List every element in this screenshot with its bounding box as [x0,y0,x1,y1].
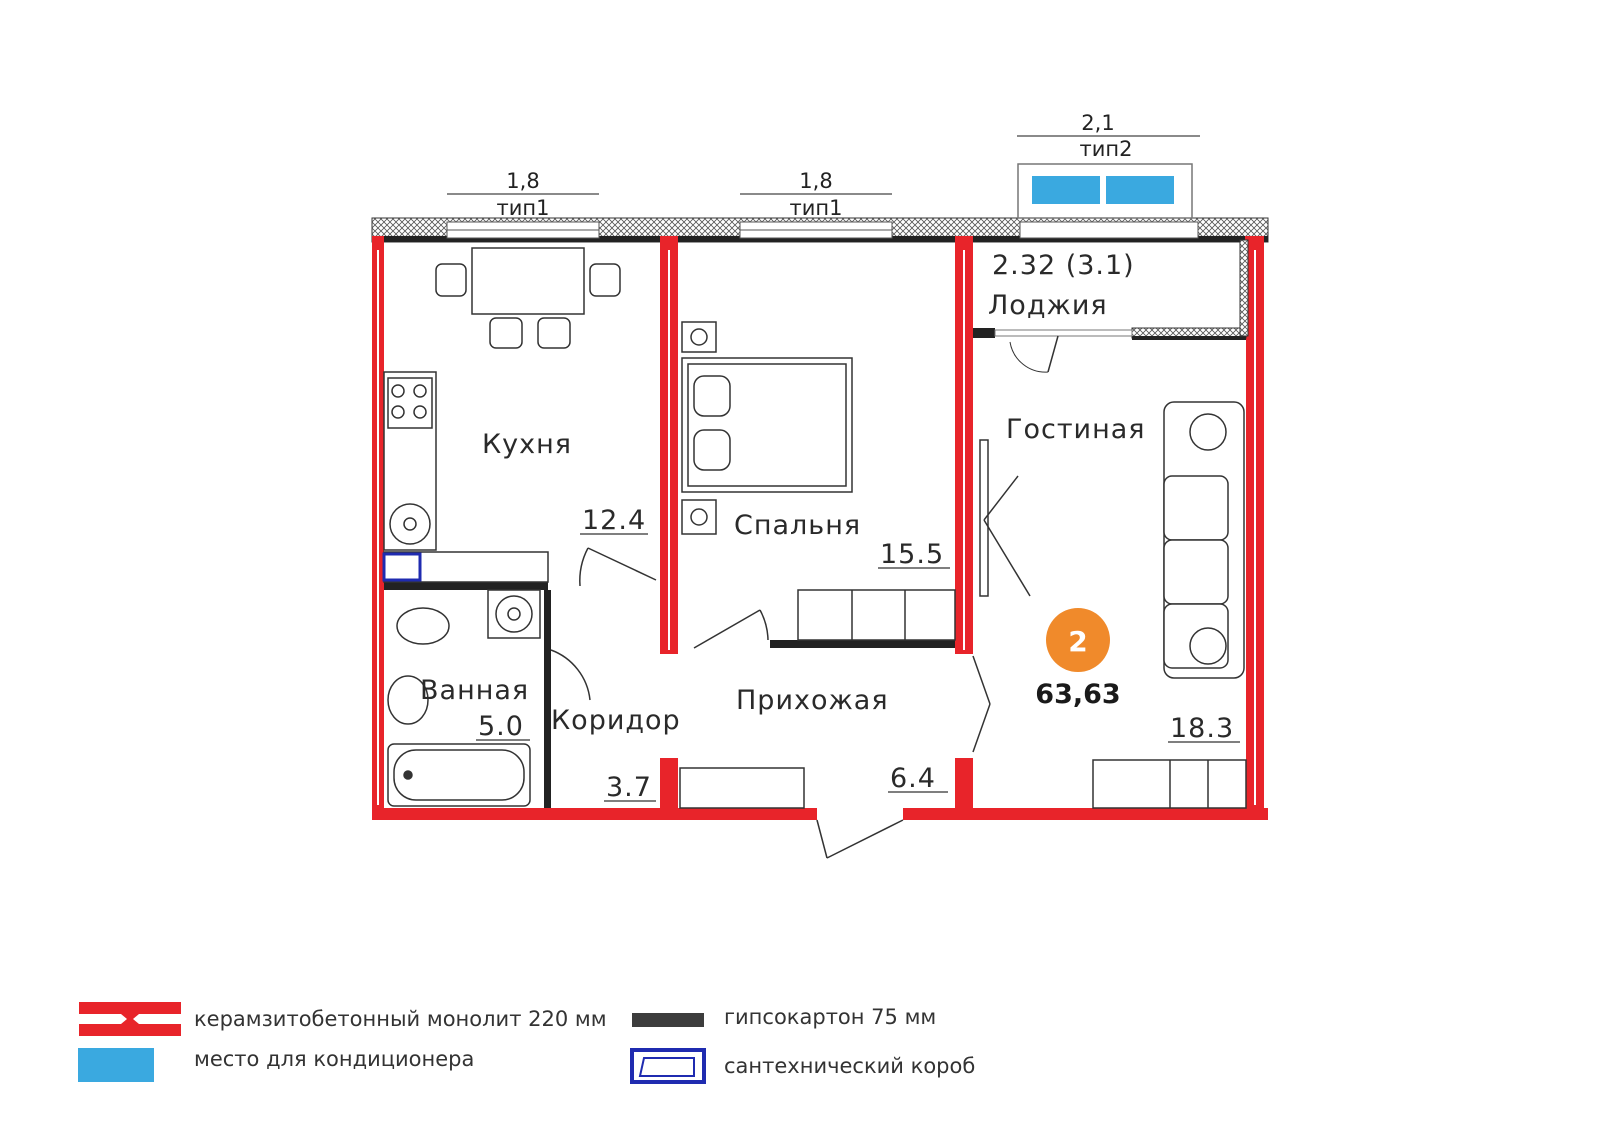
ac-niche [1017,163,1193,219]
window-loggia [1019,221,1199,239]
total-area: 63,63 [1035,679,1120,710]
corridor-area: 3.7 [606,772,652,803]
window-1-size: 1,8 [506,169,539,193]
living-area: 18.3 [1170,713,1234,744]
kitchen-name: Кухня [482,429,572,460]
living-name: Гостиная [1006,414,1146,445]
legend-drywall-label: гипсокартон 75 мм [724,1005,937,1029]
kitchen-door [579,547,657,587]
entrance-door [816,819,904,859]
bedroom-name: Спальня [734,510,861,541]
wall-ribs [377,250,1256,805]
window-1-type: тип1 [497,196,550,220]
window-dimensions [447,135,1200,195]
legend-monolith-swatch [79,1002,181,1036]
bathroom-name: Ванная [420,675,529,706]
top-exterior-wall [371,217,1269,243]
legend-ac-swatch [78,1048,154,1082]
loggia-area: 2.32 (3.1) [992,250,1135,281]
loggia-wall [973,239,1249,373]
legend-drywall-swatch [632,1013,704,1027]
rooms-count: 2 [1068,625,1087,658]
bathroom-fixtures [387,589,541,807]
bedroom-furniture [681,321,956,641]
hallway-area: 6.4 [890,763,936,794]
bedroom-area: 15.5 [880,539,944,570]
living-furniture [979,401,1245,679]
hallway-name: Прихожая [736,685,889,716]
window-2-size: 1,8 [799,169,832,193]
shaft-box [382,552,422,582]
corridor-door [550,649,591,701]
rooms-count-badge [1046,608,1110,672]
window-3-type: тип2 [1080,137,1133,161]
hallway-wardrobe [679,767,805,809]
bedroom-door [693,609,769,649]
bathroom-area: 5.0 [478,711,524,742]
kitchen-area: 12.4 [582,505,646,536]
window-3-size: 2,1 [1081,111,1114,135]
living-wardrobe [1092,759,1247,809]
drywall-partitions [384,582,955,808]
corridor-name: Коридор [551,705,681,736]
loggia-name: Лоджия [988,290,1108,321]
legend-monolith-label: керамзитобетонный монолит 220 мм [194,1007,607,1031]
legend-ac-label: место для кондиционера [194,1047,475,1071]
legend-shaft-label: сантехнический короб [724,1054,976,1078]
living-door [972,655,991,753]
window-2-type: тип1 [790,196,843,220]
legend-shaft-swatch [630,1048,706,1084]
kitchen-furniture [382,247,621,583]
